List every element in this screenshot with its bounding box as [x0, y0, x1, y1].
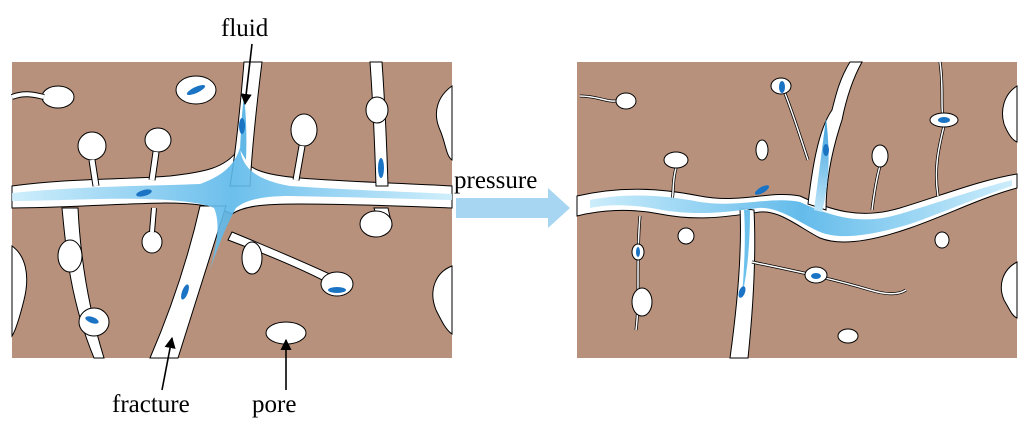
pore	[837, 328, 859, 344]
fluid-vertical-down-right	[742, 210, 750, 296]
pore	[677, 227, 695, 245]
fluid-droplet	[738, 286, 746, 298]
fluid-droplet	[239, 118, 245, 134]
pore-channel	[149, 151, 159, 181]
fluid-droplet	[754, 185, 770, 195]
fluid-label: fluid	[221, 15, 269, 42]
pore	[77, 131, 107, 161]
pore	[290, 113, 318, 147]
fracture-pointer	[161, 336, 176, 391]
pore-label: pore	[252, 391, 296, 418]
thin-crack	[751, 261, 907, 295]
pore	[663, 151, 689, 169]
fluid-droplet	[136, 189, 152, 197]
pore	[144, 127, 172, 153]
pore	[871, 144, 889, 168]
pore	[631, 287, 653, 317]
panel-after-pressure	[576, 61, 1018, 359]
right-channel-left	[369, 61, 389, 187]
fluid-droplet	[181, 284, 189, 300]
pore-channel	[89, 159, 99, 187]
pore-right-notch	[1002, 85, 1018, 143]
pore	[934, 231, 950, 249]
thin-crack	[635, 215, 641, 331]
pore	[615, 92, 637, 110]
pressure-label: pressure	[454, 167, 537, 194]
pore-right-notch	[436, 85, 453, 161]
pore-channel	[11, 92, 45, 99]
pore-channel	[150, 207, 156, 233]
pore	[365, 96, 389, 124]
pore-right-notch	[432, 265, 453, 335]
fluid-pointer	[240, 43, 253, 106]
fluid-droplet	[378, 158, 384, 178]
panel-before-pressure	[10, 61, 453, 359]
pore-channel	[293, 145, 305, 181]
pore	[57, 239, 83, 273]
fluid-droplet	[328, 287, 346, 293]
pore-left-notch	[11, 245, 28, 338]
fluid-droplet	[779, 81, 785, 93]
diagonal-fracture-down-left	[149, 205, 227, 359]
fluid-vertical-right	[814, 118, 829, 212]
fluid-droplet	[938, 117, 950, 123]
fracture-label: fracture	[112, 391, 190, 418]
pore	[755, 139, 769, 161]
fluid-droplet	[85, 316, 99, 324]
fluid-droplet	[823, 144, 829, 156]
fluid-droplet	[186, 84, 206, 96]
pore	[359, 210, 393, 238]
pore	[41, 85, 75, 109]
fluid-droplet	[811, 273, 821, 279]
pore	[141, 230, 163, 254]
fluid-horizontal-left	[12, 148, 452, 270]
thin-crack	[871, 165, 881, 211]
thin-crack	[935, 125, 945, 197]
fluid-horizontal-right	[590, 180, 1012, 237]
pore-right-notch	[1000, 261, 1018, 319]
pressure-arrow	[456, 188, 570, 228]
fluid-droplet	[636, 247, 640, 257]
pore	[241, 241, 263, 275]
